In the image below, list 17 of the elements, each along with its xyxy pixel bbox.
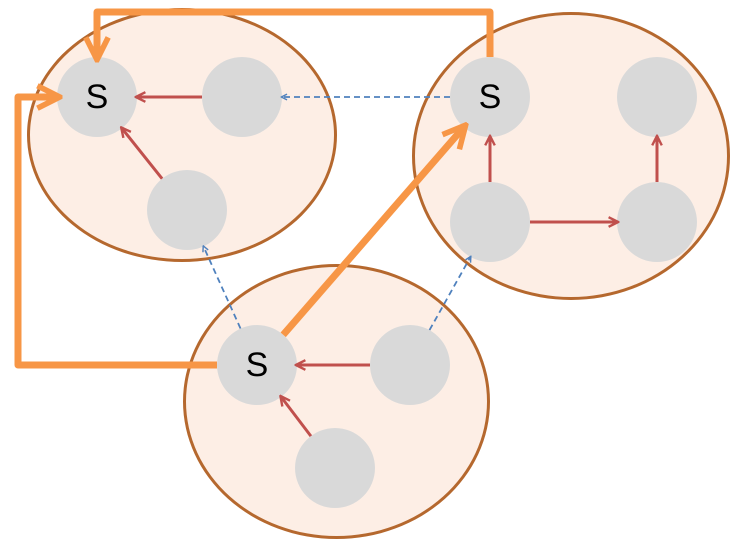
dashed-arrow [202,245,242,329]
arrow [294,359,370,371]
node-circle [450,57,530,137]
arrow [484,134,496,182]
arrow [651,134,663,182]
arrow [279,394,312,437]
node-label: S [478,80,502,114]
node-label: S [246,348,268,382]
arrow [280,122,468,338]
arrow [530,216,620,228]
dashed-arrow [428,256,472,331]
arrow [120,126,164,180]
arrow [134,91,202,103]
dashed-arrow [280,93,450,101]
node-label: S [86,80,108,114]
arrow [14,83,217,368]
arrow [83,8,494,63]
